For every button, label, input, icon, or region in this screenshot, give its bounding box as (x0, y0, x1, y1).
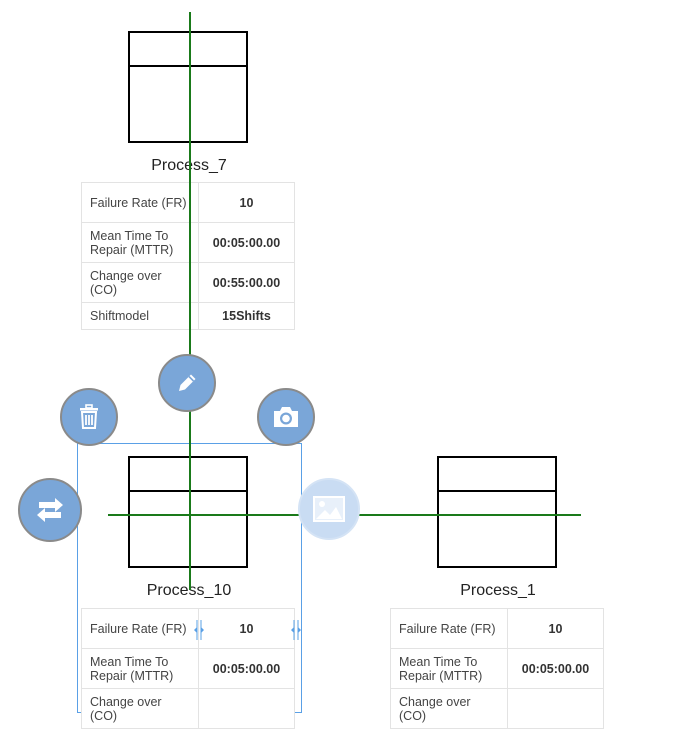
changeover-value[interactable] (507, 688, 604, 729)
property-row-changeover: Change over (CO) (81, 688, 295, 729)
property-row-failure-rate: Failure Rate (FR) 10 (81, 182, 295, 223)
edit-icon (179, 374, 196, 391)
process-10-shape-divider (130, 490, 246, 492)
process-1-properties: Failure Rate (FR) 10 Mean Time To Repair… (390, 608, 604, 729)
property-row-shiftmodel: Shiftmodel 15Shifts (81, 302, 295, 330)
process-7-shape-divider (130, 65, 246, 67)
changeover-label: Change over (CO) (81, 262, 199, 303)
failure-rate-value[interactable]: 10 (198, 608, 295, 649)
shiftmodel-label: Shiftmodel (81, 302, 199, 330)
property-row-changeover: Change over (CO) 00:55:00.00 (81, 262, 295, 303)
failure-rate-value[interactable]: 10 (507, 608, 604, 649)
image-icon (313, 496, 345, 522)
property-row-failure-rate: Failure Rate (FR) 10 (81, 608, 295, 649)
changeover-value[interactable]: 00:55:00.00 (198, 262, 295, 303)
failure-rate-value[interactable]: 10 (198, 182, 295, 223)
mttr-label: Mean Time To Repair (MTTR) (390, 648, 508, 689)
edit-button[interactable] (158, 354, 216, 412)
changeover-value[interactable] (198, 688, 295, 729)
replace-icon (37, 498, 63, 522)
delete-button[interactable] (60, 388, 118, 446)
mttr-label: Mean Time To Repair (MTTR) (81, 222, 199, 263)
process-1-shape[interactable] (437, 456, 557, 568)
failure-rate-label: Failure Rate (FR) (390, 608, 508, 649)
process-7-shape[interactable] (128, 31, 248, 143)
process-7-properties: Failure Rate (FR) 10 Mean Time To Repair… (81, 182, 295, 330)
property-row-mttr: Mean Time To Repair (MTTR) 00:05:00.00 (81, 222, 295, 263)
process-1-name: Process_1 (460, 582, 536, 599)
mttr-value[interactable]: 00:05:00.00 (198, 222, 295, 263)
process-10-name: Process_10 (146, 582, 232, 599)
changeover-label: Change over (CO) (81, 688, 199, 729)
process-1-shape-divider (439, 490, 555, 492)
camera-icon (274, 407, 298, 427)
replace-button[interactable] (18, 478, 82, 542)
delete-icon (80, 404, 98, 429)
mttr-label: Mean Time To Repair (MTTR) (81, 648, 199, 689)
property-row-mttr: Mean Time To Repair (MTTR) 00:05:00.00 (81, 648, 295, 689)
mttr-value[interactable]: 00:05:00.00 (198, 648, 295, 689)
failure-rate-label: Failure Rate (FR) (81, 182, 199, 223)
column-resize-handle-icon[interactable] (194, 619, 204, 641)
camera-button[interactable] (257, 388, 315, 446)
process-10-shape[interactable] (128, 456, 248, 568)
property-row-mttr: Mean Time To Repair (MTTR) 00:05:00.00 (390, 648, 604, 689)
image-button[interactable] (298, 478, 360, 540)
property-row-changeover: Change over (CO) (390, 688, 604, 729)
mttr-value[interactable]: 00:05:00.00 (507, 648, 604, 689)
column-resize-handle-icon[interactable] (291, 619, 301, 641)
vertical-alignment-guide (189, 12, 191, 590)
shiftmodel-value[interactable]: 15Shifts (198, 302, 295, 330)
process-10-properties: Failure Rate (FR) 10 Mean Time To Repair… (81, 608, 295, 729)
property-row-failure-rate: Failure Rate (FR) 10 (390, 608, 604, 649)
failure-rate-label: Failure Rate (FR) (81, 608, 199, 649)
changeover-label: Change over (CO) (390, 688, 508, 729)
